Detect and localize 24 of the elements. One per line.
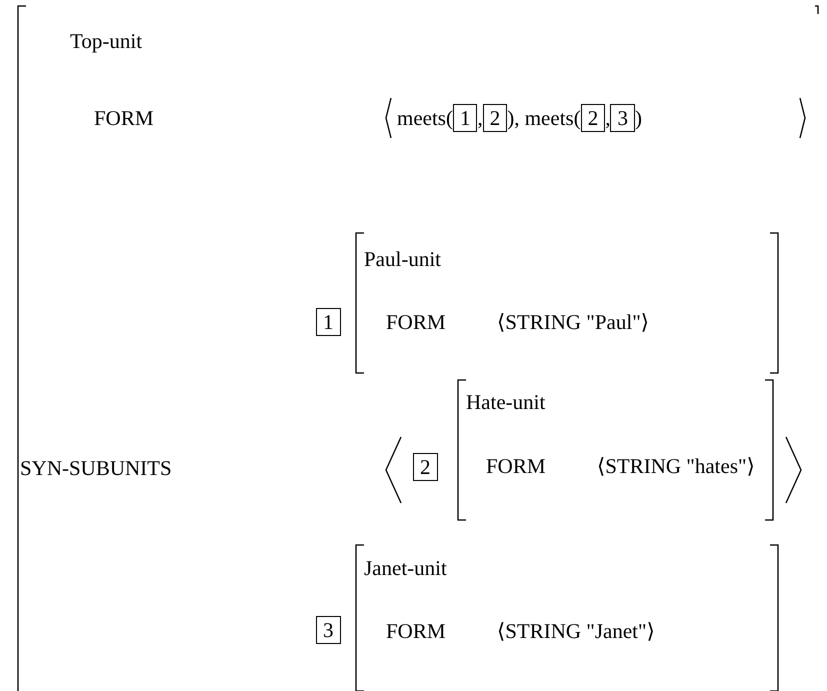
tag-box: 2 — [413, 453, 438, 481]
avm-text: ⟨STRING "Paul"⟩ — [497, 309, 649, 335]
avm-text: Top-unit — [70, 28, 142, 54]
feature-name: FORM — [386, 618, 446, 644]
feature-name: FORM — [94, 105, 154, 131]
tag-box: 1 — [316, 308, 340, 336]
feature-name: FORM — [486, 453, 546, 479]
tag-box: 3 — [610, 104, 635, 132]
tag-box: 2 — [580, 104, 606, 132]
tag-box: 3 — [316, 616, 340, 644]
tag-box: 2 — [482, 104, 508, 132]
avm-text: ⟨STRING "Janet"⟩ — [497, 618, 655, 644]
feature-name: FORM — [386, 309, 446, 335]
avm-text: Paul-unit — [364, 246, 441, 272]
avm-text: meets( — [397, 105, 453, 131]
feature-name: SYN-SUBUNITS — [20, 455, 172, 481]
avm-text: ⟨STRING "hates"⟩ — [597, 453, 755, 479]
avm-text: Hate-unit — [466, 389, 546, 415]
avm-text: ), meets( — [507, 105, 581, 131]
avm-text: Janet-unit — [364, 555, 447, 581]
avm-text: ) — [634, 105, 642, 131]
tag-box: 1 — [452, 104, 478, 132]
avm-text: , — [605, 105, 610, 131]
avm-text: , — [477, 105, 483, 131]
